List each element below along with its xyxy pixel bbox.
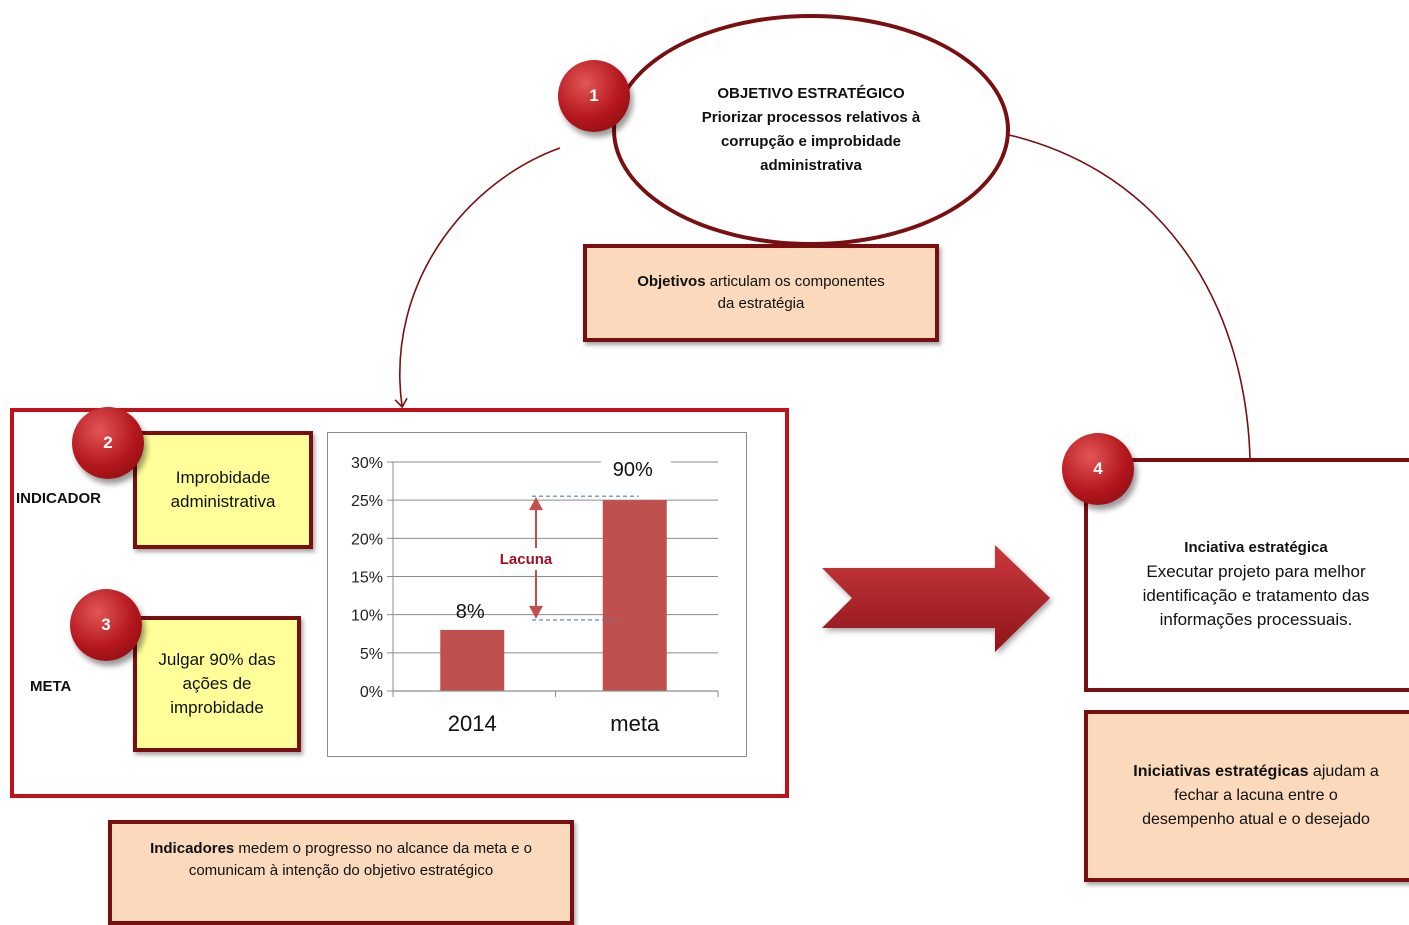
data-label: 90% (613, 459, 653, 481)
step-1-number: 1 (589, 86, 599, 105)
y-tick-label: 20% (351, 531, 383, 548)
step-4-number: 4 (1093, 459, 1103, 478)
initiative-text: Executar projeto para melhor identificaç… (1142, 562, 1370, 629)
curve-objective-to-indicators (394, 147, 561, 409)
y-tick-label: 25% (351, 493, 383, 510)
initiative-title: Inciativa estratégica (1184, 539, 1328, 556)
y-tick-label: 5% (360, 646, 383, 663)
objectives-note: Objetivos articulam os componentes da es… (583, 244, 939, 342)
strategic-objective-ellipse: OBJETIVO ESTRATÉGICO Priorizar processos… (612, 14, 1010, 246)
objective-text: Priorizar processos relativos à corrupçã… (701, 109, 921, 174)
strategic-initiative-box: Inciativa estratégica Executar projeto p… (1084, 458, 1409, 692)
objectives-note-text: articulam os componentes da estratégia (705, 273, 885, 312)
initiatives-note-text: ajudam a fechar a lacuna entre o desempe… (1142, 763, 1379, 828)
goal-side-label: META (30, 678, 72, 695)
indicators-note: Indicadores medem o progresso no alcance… (108, 820, 574, 925)
gap-label-bg (494, 548, 558, 571)
gap-label: Lacuna (500, 551, 553, 568)
step-4-badge: 4 (1062, 433, 1134, 505)
indicator-text: Improbidade administrativa (170, 468, 276, 511)
initiatives-note: Iniciativas estratégicas ajudam a fechar… (1084, 710, 1409, 882)
gap-arrow-head-up (529, 497, 543, 511)
x-tick-label: meta (610, 711, 660, 736)
y-tick-label: 0% (360, 684, 383, 701)
step-1-badge: 1 (558, 60, 630, 132)
step-2-number: 2 (103, 433, 113, 452)
indicators-note-bold: Indicadores (150, 840, 235, 857)
bar-2014 (440, 629, 505, 691)
step-2-badge: 2 (72, 407, 144, 479)
goal-text: Julgar 90% das ações de improbidade (158, 650, 276, 717)
big-right-arrow (822, 545, 1050, 652)
y-tick-label: 30% (351, 455, 383, 472)
bar-meta (602, 500, 667, 691)
indicator-side-label: INDICADOR (16, 490, 101, 507)
indicators-note-text: medem o progresso no alcance da meta e o… (188, 840, 532, 879)
objective-heading: OBJETIVO ESTRATÉGICO (717, 85, 905, 102)
x-tick-label: 2014 (448, 711, 497, 736)
y-tick-label: 10% (351, 608, 383, 625)
step-3-badge: 3 (70, 589, 142, 661)
step-3-number: 3 (101, 615, 111, 634)
data-label: 8% (456, 601, 485, 623)
y-tick-label: 15% (351, 570, 383, 587)
goal-box: Julgar 90% das ações de improbidade (133, 616, 301, 752)
data-label-bg (600, 452, 671, 482)
gap-arrow-head-down (529, 605, 543, 619)
indicator-box: Improbidade administrativa (133, 431, 313, 549)
initiatives-note-bold: Iniciativas estratégicas (1133, 763, 1309, 780)
objectives-note-bold: Objetivos (637, 273, 706, 290)
curve-initiative-to-objective (982, 124, 1251, 459)
